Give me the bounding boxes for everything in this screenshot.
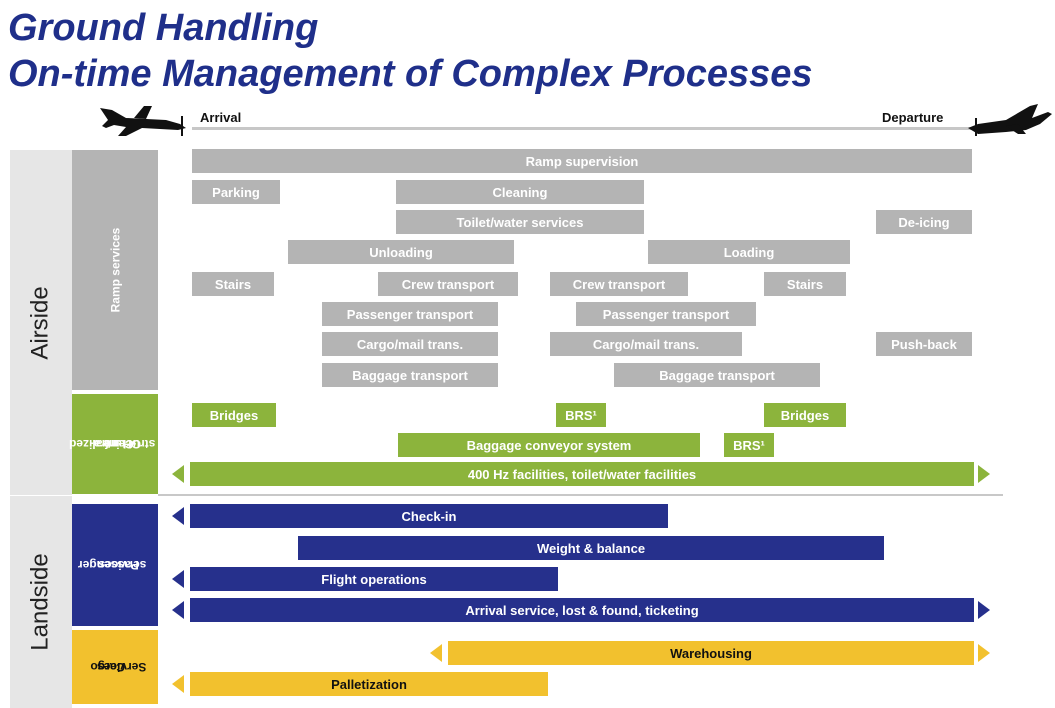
- bar-cargo-mail-departure: Cargo/mail trans.: [550, 332, 742, 356]
- bar-crew-transport-arrival: Crew transport: [378, 272, 518, 296]
- bar-passenger-transport-arrival: Passenger transport: [322, 302, 498, 326]
- ramp-services-column: [72, 150, 158, 390]
- arrow-right-icon: [978, 465, 990, 483]
- bar-brs-1: BRS¹: [556, 403, 606, 427]
- bar-stairs-departure: Stairs: [764, 272, 846, 296]
- bar-warehousing: Warehousing: [448, 641, 974, 665]
- ramp-services-label: Ramp services: [107, 227, 122, 313]
- arrow-right-icon: [978, 644, 990, 662]
- arrival-label: Arrival: [200, 110, 242, 125]
- bar-arrival-service: Arrival service, lost & found, ticketing: [190, 598, 974, 622]
- bar-weight-balance: Weight & balance: [298, 536, 884, 560]
- cargo-services-column: [72, 630, 158, 704]
- bar-cargo-mail-arrival: Cargo/mail trans.: [322, 332, 498, 356]
- bar-ramp-supervision: Ramp supervision: [192, 149, 972, 173]
- bar-push-back: Push-back: [876, 332, 972, 356]
- arrow-left-icon: [172, 507, 184, 525]
- arrow-right-icon: [978, 601, 990, 619]
- arrow-left-icon: [172, 675, 184, 693]
- landside-column: [10, 496, 72, 708]
- bar-loading: Loading: [648, 240, 850, 264]
- bar-flight-operations: Flight operations: [190, 567, 558, 591]
- bar-parking: Parking: [192, 180, 280, 204]
- bar-palletization: Palletization: [190, 672, 548, 696]
- page-title-line2: On-time Management of Complex Processes: [8, 53, 813, 95]
- bar-cleaning: Cleaning: [396, 180, 644, 204]
- bar-bridges-arrival: Bridges: [192, 403, 276, 427]
- page-title-line1: Ground Handling: [8, 7, 319, 49]
- bar-stairs-arrival: Stairs: [192, 272, 274, 296]
- bar-crew-transport-departure: Crew transport: [550, 272, 688, 296]
- bar-bridges-departure: Bridges: [764, 403, 846, 427]
- departure-label: Departure: [882, 110, 944, 125]
- airside-landside-divider: [158, 494, 1003, 496]
- bar-400hz-facilities: 400 Hz facilities, toilet/water faciliti…: [190, 462, 974, 486]
- landside-label: Landside: [27, 553, 55, 651]
- bar-baggage-transport-arrival: Baggage transport: [322, 363, 498, 387]
- bar-baggage-conveyor-system: Baggage conveyor system: [398, 433, 700, 457]
- bar-passenger-transport-departure: Passenger transport: [576, 302, 756, 326]
- arrow-left-icon: [172, 465, 184, 483]
- airplane-icon: [968, 104, 1052, 136]
- arrow-left-icon: [430, 644, 442, 662]
- bar-de-icing: De-icing: [876, 210, 972, 234]
- airside-label: Airside: [27, 285, 55, 360]
- bar-unloading: Unloading: [288, 240, 514, 264]
- arrow-left-icon: [172, 601, 184, 619]
- arrow-left-icon: [172, 570, 184, 588]
- centralized-infra-column: [72, 394, 158, 494]
- bar-brs-2: BRS¹: [724, 433, 774, 457]
- passenger-services-column: [72, 504, 158, 626]
- bar-toilet-water-services: Toilet/water services: [396, 210, 644, 234]
- timeline-axis: [192, 127, 978, 130]
- bar-check-in: Check-in: [190, 504, 668, 528]
- airplane-icon: [100, 106, 186, 136]
- airside-column: [10, 150, 72, 495]
- bar-baggage-transport-departure: Baggage transport: [614, 363, 820, 387]
